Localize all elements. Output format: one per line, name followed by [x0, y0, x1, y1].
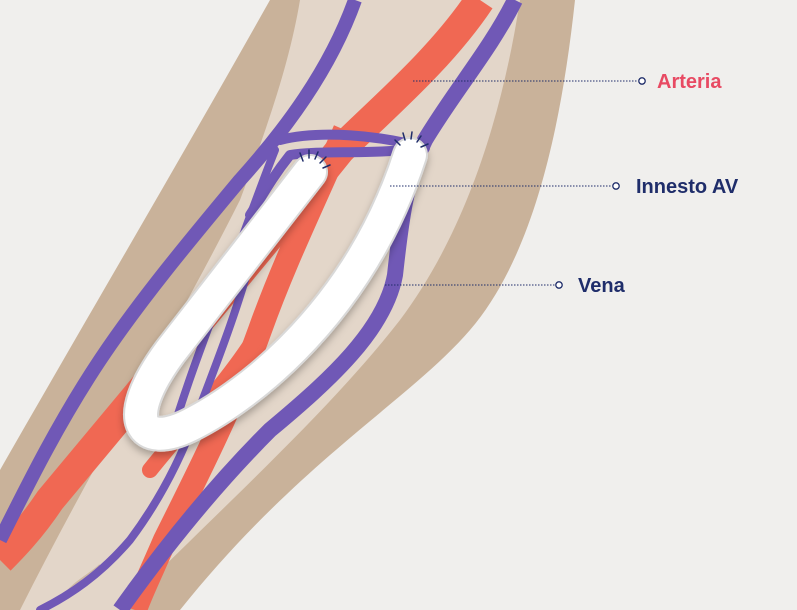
label-av-graft: Innesto AV	[636, 175, 738, 199]
label-vein: Vena	[578, 274, 625, 298]
label-artery: Arteria	[657, 70, 721, 94]
